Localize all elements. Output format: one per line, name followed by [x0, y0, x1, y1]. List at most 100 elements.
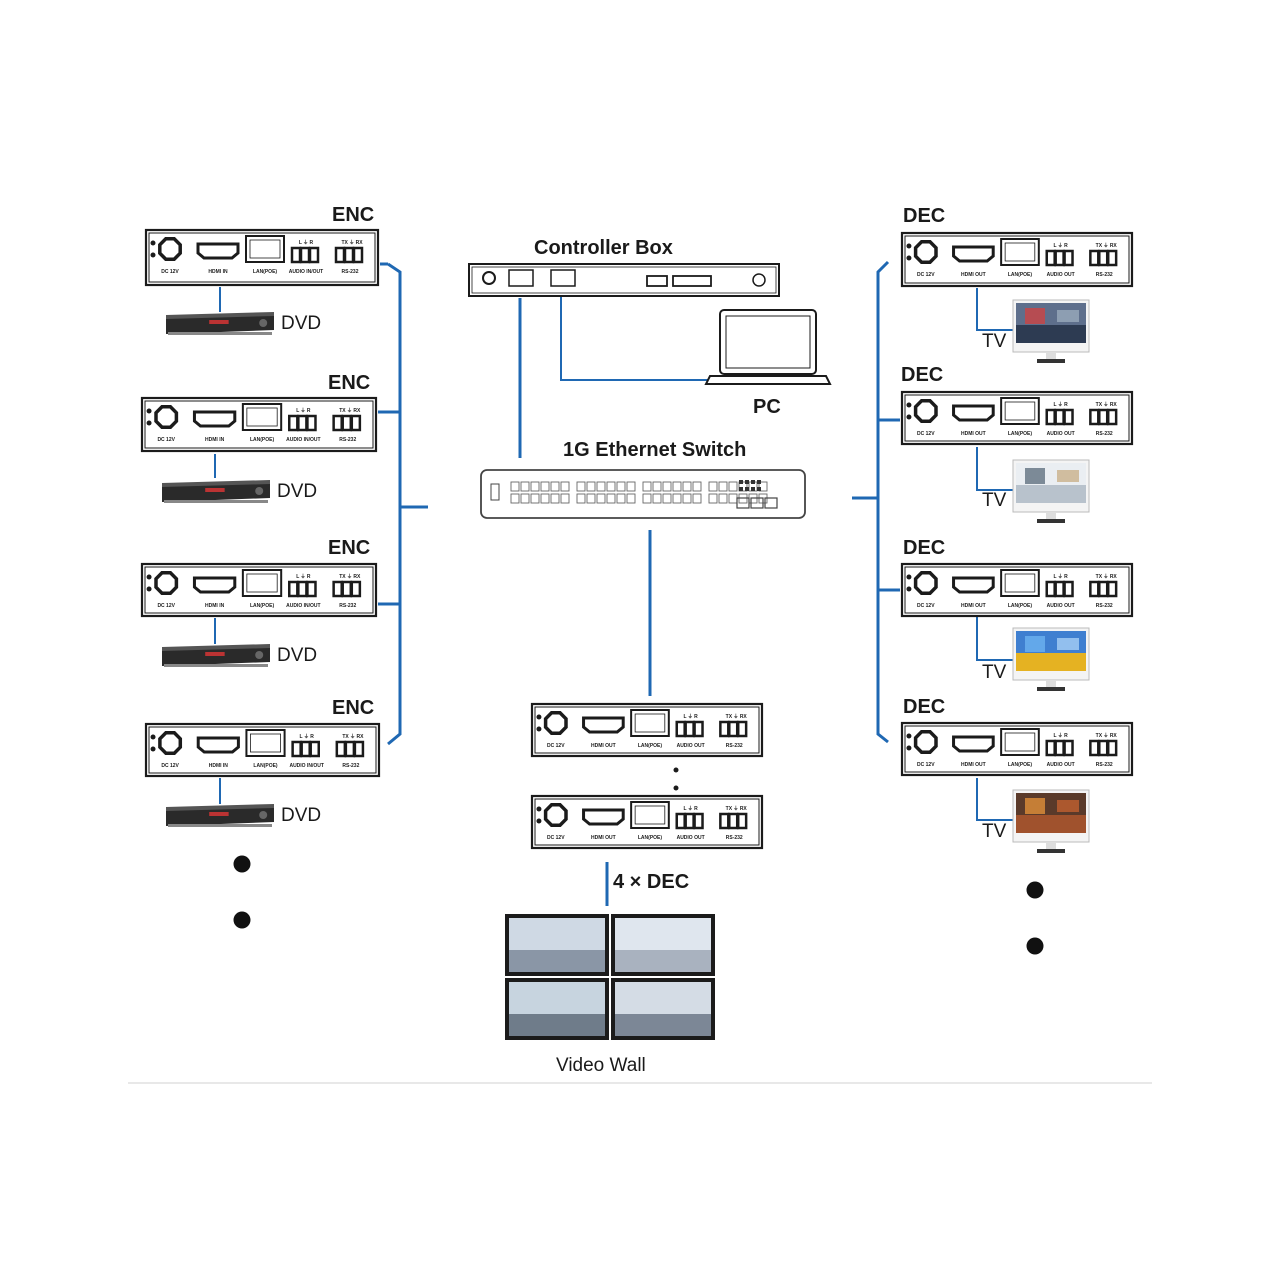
tv-neck	[1046, 842, 1056, 849]
terminal-pin	[1089, 249, 1100, 267]
dc-power-icon	[913, 571, 938, 595]
terminal-pin	[344, 740, 356, 758]
dvd-top	[166, 312, 274, 319]
switch-port	[662, 481, 672, 492]
tv-stand	[1037, 359, 1065, 363]
switch-port	[672, 481, 682, 492]
dvd-knob	[255, 487, 264, 495]
lan-port-label: LAN(POE)	[250, 437, 275, 443]
led-icon	[906, 243, 912, 249]
dc-port-label: DC 12V	[547, 835, 565, 841]
terminal-pin	[306, 580, 317, 598]
led-icon	[146, 408, 152, 414]
tv-label-2: TV	[982, 490, 1007, 511]
dc-power-icon	[154, 405, 179, 429]
tv-label-4: TV	[982, 821, 1007, 842]
hdmi-port-icon	[952, 404, 995, 422]
switch-port	[708, 481, 718, 492]
audio-lr-label: L ⏚ R	[1053, 242, 1068, 249]
rj45-inner	[246, 407, 278, 427]
terminal-pin	[350, 580, 362, 598]
rj45-port-icon	[508, 269, 534, 287]
rs232-txrx-label: TX ⏚ RX	[342, 733, 364, 740]
rj45-inner	[1004, 242, 1036, 262]
device-bezel	[904, 235, 1130, 284]
controller-box	[468, 263, 780, 297]
terminal-pin	[1063, 739, 1074, 757]
switch-port	[626, 493, 636, 504]
switch-port	[520, 481, 530, 492]
switch-led	[757, 480, 761, 484]
led-icon	[536, 714, 542, 720]
dec3-tv-link	[976, 617, 1013, 661]
sfp-port	[764, 497, 778, 509]
terminal-pin	[297, 414, 308, 432]
terminal-pin	[288, 580, 299, 598]
hdmi-port-icon	[196, 242, 240, 260]
terminal-pin	[1089, 739, 1100, 757]
tv-label-3: TV	[982, 662, 1007, 683]
led-icon	[146, 586, 152, 592]
switch-port	[642, 481, 652, 492]
rj45-port-icon	[241, 569, 283, 597]
rj45-inner	[1004, 573, 1036, 593]
dvd-top	[162, 644, 270, 651]
switch-port	[652, 481, 662, 492]
terminal-pin	[332, 414, 343, 432]
tv-2	[1012, 459, 1090, 523]
audio-port-label: AUDIO OUT	[1047, 272, 1075, 278]
device-body	[140, 562, 378, 618]
device-body	[530, 702, 764, 758]
terminal-pin	[1045, 408, 1056, 426]
continuation-dot	[233, 911, 251, 929]
terminal-pin	[291, 740, 302, 758]
audio-lr-label: L ⏚ R	[1053, 573, 1068, 580]
terminal-pin	[736, 720, 748, 738]
switch-port	[672, 493, 682, 504]
rs232-txrx-label: TX ⏚ RX	[1096, 732, 1118, 739]
led-icon	[906, 402, 912, 408]
tv-stand	[1037, 687, 1065, 691]
switch-port	[550, 481, 560, 492]
switch-port	[576, 493, 586, 504]
dvd-knob	[259, 811, 268, 819]
hdmi-port-label: HDMI OUT	[591, 743, 616, 749]
tv-screen-lower	[1016, 485, 1086, 503]
terminal-pin	[300, 740, 311, 758]
rs232-port-label: RS-232	[726, 743, 743, 749]
dvd-top	[162, 480, 270, 487]
switch-led	[751, 487, 755, 491]
tv-screen-detail	[1057, 470, 1079, 482]
rj45-inner	[634, 713, 666, 733]
terminal-pin	[675, 720, 686, 738]
rj45-inner	[1004, 401, 1036, 421]
audio-lr-label: L ⏚ R	[300, 733, 315, 740]
dvd-display	[209, 320, 229, 324]
switch-port	[540, 481, 550, 492]
terminal-pin	[1089, 580, 1100, 598]
terminal-pin	[309, 740, 320, 758]
terminal-pin	[353, 740, 365, 758]
switch-port	[540, 493, 550, 504]
led-icon	[150, 252, 156, 258]
laptop-screen	[725, 315, 811, 369]
terminal-pin	[350, 414, 362, 432]
dvd-knob	[259, 319, 268, 327]
switch-port	[616, 481, 626, 492]
controller-body	[468, 263, 780, 297]
laptop-base	[704, 375, 832, 385]
lan-port-label: LAN(POE)	[1008, 603, 1033, 609]
dvd-label-1: DVD	[281, 313, 322, 334]
terminal-pin	[332, 580, 343, 598]
switch-port	[596, 493, 606, 504]
controller-to-pc-link	[560, 296, 708, 381]
terminal-pin	[1089, 408, 1100, 426]
led-icon	[536, 726, 542, 732]
tv-screen-detail	[1025, 636, 1045, 652]
device-bezel	[534, 798, 760, 846]
hdmi-port-label: HDMI OUT	[961, 603, 986, 609]
rj45-port-icon	[550, 269, 576, 287]
switch-port	[510, 481, 520, 492]
